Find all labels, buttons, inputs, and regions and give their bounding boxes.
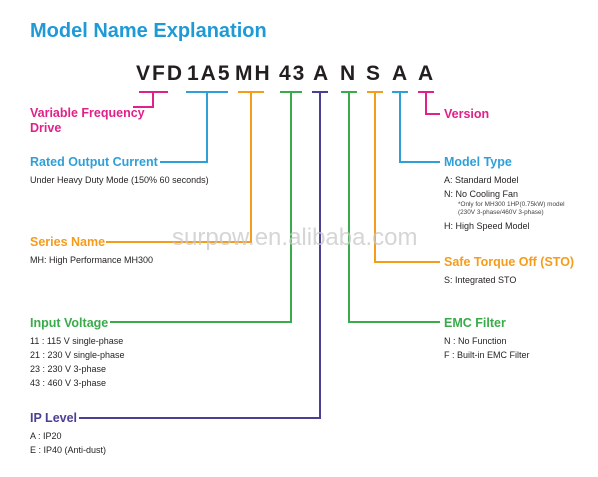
code-segment-version: A [418,62,436,85]
connector-voltage [110,91,302,323]
input-voltage-line-3: 23 : 230 V 3-phase [30,364,107,374]
model-type-note-2: (230V 3-phase/460V 3-phase) [458,209,544,216]
ip-level-line-2: E : IP40 (Anti-dust) [30,445,107,455]
input-voltage-line-4: 43 : 460 V 3-phase [30,378,107,388]
model-type-line-1: A: Standard Model [444,175,519,185]
model-type-note-1: *Only for MH300 1HP(0.75kW) model [458,201,565,208]
vfd-heading: Variable Frequency Drive [30,106,145,136]
rated-output-current-desc: Under Heavy Duty Mode (150% 60 seconds) [30,175,209,185]
code-segment-voltage: 43 [279,62,307,85]
code-segment-vfd: VFD [136,62,184,85]
code-segment-current: 1A5 [187,62,232,85]
ip-level-heading: IP Level [30,411,78,425]
connector-ip [79,91,328,419]
vfd-heading-line2: Drive [30,121,62,135]
series-name-desc: MH: High Performance MH300 [30,255,154,265]
ip-level-line-1: A : IP20 [30,431,62,441]
vfd-heading-line1: Variable Frequency [30,106,145,120]
code-segment-series: MH [235,62,272,85]
emc-filter-line-1: N : No Function [444,336,507,346]
code-segment-ip: A [313,62,331,85]
connector-model-type [392,91,440,163]
connector-series [106,91,264,243]
sto-desc: S: Integrated STO [444,275,517,285]
version-heading: Version [444,107,490,121]
model-type-heading: Model Type [444,155,512,169]
rated-output-current-heading: Rated Output Current [30,155,158,169]
page-title: Model Name Explanation [30,20,267,42]
series-name-heading: Series Name [30,235,106,249]
emc-filter-heading: EMC Filter [444,316,506,330]
model-type-line-2: N: No Cooling Fan [444,189,519,199]
connector-version [418,91,440,115]
connector-emc [341,91,440,323]
input-voltage-line-2: 21 : 230 V single-phase [30,350,125,360]
input-voltage-line-1: 11 : 115 V single-phase [30,336,124,346]
code-segment-emc: N [340,62,358,85]
connector-sto [367,91,440,263]
watermark: surpow.en.alibaba.com [172,224,418,251]
input-voltage-heading: Input Voltage [30,316,109,330]
model-type-line-3: H: High Speed Model [444,221,530,231]
code-segment-sto: S [366,62,383,85]
emc-filter-line-2: F : Built-in EMC Filter [444,350,530,360]
connector-vfd [133,91,168,108]
connector-current [160,91,228,163]
sto-heading: Safe Torque Off (STO) [444,255,575,269]
code-segment-model-type: A [392,62,410,85]
